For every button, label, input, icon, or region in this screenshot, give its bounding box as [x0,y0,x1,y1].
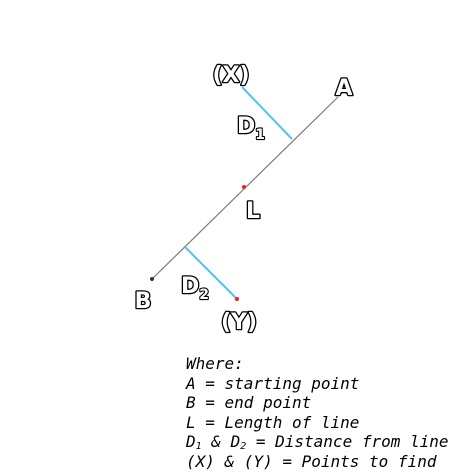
label-point-b: B [135,289,152,314]
distance-line-d1 [241,86,293,140]
legend-heading: Where: [186,354,244,373]
legend-item-d: D1 & D2 = Distance from line [186,432,449,453]
label-point-a: A [335,76,352,101]
legend: Where: A = starting point B = end point … [186,354,449,472]
label-point-y: (Y) [221,310,257,335]
distance-line-d2 [184,246,238,300]
legend-item-xy: (X) & (Y) = Points to find [186,451,437,471]
legend-item-l: L = Length of line [186,412,360,432]
label-point-x: (X) [212,63,249,88]
legend-item-a: A = starting point [186,373,360,393]
midpoint-marker [242,185,246,189]
label-distance-1: D1 [237,114,265,143]
legend-item-b: B = end point [186,393,312,413]
point-b-marker [150,277,154,281]
point-y-marker [235,297,239,301]
label-distance-2: D2 [181,274,209,303]
label-length: L [246,199,260,224]
